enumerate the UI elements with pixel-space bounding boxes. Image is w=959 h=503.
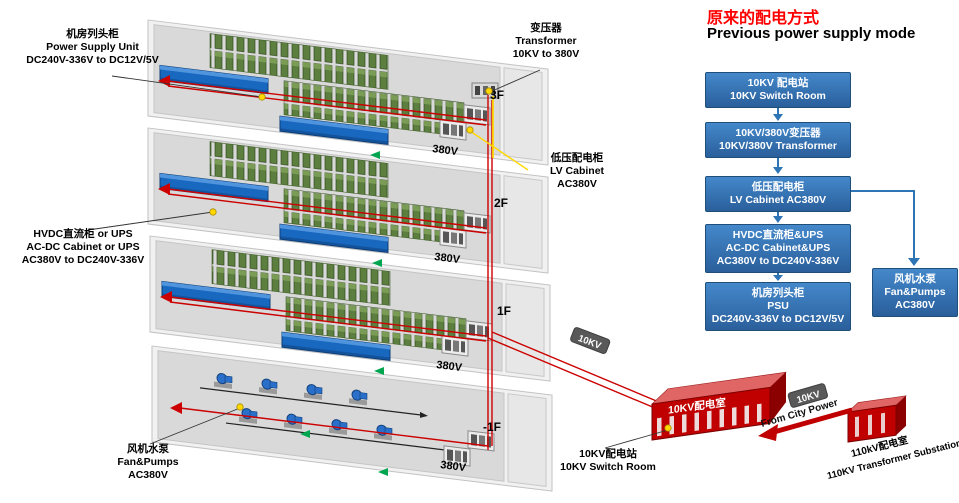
callout-hvdc-line: AC380V to DC240V-336V bbox=[21, 254, 145, 267]
flowbox-line: 10KV/380V变压器 bbox=[735, 127, 821, 139]
callout-fan-pumps: 风机水泵 Fan&Pumps AC380V bbox=[92, 443, 204, 482]
callout-psu: 机房列头柜 Power Supply Unit DC240V-336V to D… bbox=[10, 28, 175, 67]
substation-building bbox=[847, 395, 907, 443]
callout-transformer-line: Transformer bbox=[515, 35, 577, 48]
lv-cabinet-equipment bbox=[463, 212, 491, 234]
voltage-label-1f: 380V bbox=[436, 359, 464, 374]
city-power-arrow-icon bbox=[758, 424, 778, 441]
page-title-en: Previous power supply mode bbox=[707, 25, 916, 42]
callout-leader-lines bbox=[87, 69, 669, 449]
lv-cabinet-equipment bbox=[439, 119, 467, 141]
power-lines-red bbox=[167, 80, 667, 450]
flowbox-line: AC380V to DC240V-336V bbox=[716, 255, 840, 267]
flowchart-box-psu: 机房列头柜 PSU DC240V-336V to DC12V/5V bbox=[705, 282, 851, 331]
callout-lv-line: LV Cabinet bbox=[549, 165, 605, 178]
flowchart-box-lv-cabinet: 低压配电柜 LV Cabinet AC380V bbox=[705, 176, 851, 212]
flowbox-line: 机房列头柜 bbox=[751, 287, 805, 299]
kv-badge-feed bbox=[569, 326, 612, 355]
floor-3f bbox=[147, 19, 549, 166]
floor-b1f bbox=[151, 345, 553, 492]
callout-lv-cabinet: 低压配电柜 LV Cabinet AC380V bbox=[524, 152, 630, 191]
callout-transformer-line: 10KV to 380V bbox=[512, 48, 580, 61]
callout-psu-line: 机房列头柜 bbox=[66, 28, 119, 40]
callout-fans-line: 风机水泵 bbox=[127, 443, 169, 455]
lv-cabinet-equipment bbox=[463, 104, 491, 126]
flowbox-line: PSU bbox=[767, 300, 789, 312]
flowbox-line: 10KV/380V Transformer bbox=[719, 140, 837, 152]
floor-label-3f: 3F bbox=[490, 88, 504, 102]
voltage-label-b1f: 380V bbox=[440, 459, 468, 474]
flowbox-line: DC240V-336V to DC12V/5V bbox=[711, 313, 845, 325]
flowchart-box-transformer: 10KV/380V变压器 10KV/380V Transformer bbox=[705, 122, 851, 158]
floor-1f bbox=[149, 235, 551, 382]
floor-label-b1f: -1F bbox=[483, 420, 501, 434]
flowbox-line: 风机水泵 bbox=[894, 273, 936, 285]
flowbox-line: AC-DC Cabinet&UPS bbox=[725, 242, 831, 254]
callout-transformer: 变压器 Transformer 10KV to 380V bbox=[498, 22, 594, 61]
flowchart-box-hvdc-ups: HVDC直流柜&UPS AC-DC Cabinet&UPS AC380V to … bbox=[705, 224, 851, 273]
callout-switch-room: 10KV配电站 10KV Switch Room bbox=[548, 448, 668, 474]
flowchart-box-switch-room: 10KV 配电站 10KV Switch Room bbox=[705, 72, 851, 108]
flowbox-line: 10KV 配电站 bbox=[747, 77, 809, 89]
callout-fans-line: AC380V bbox=[128, 469, 168, 482]
flowbox-line: AC380V bbox=[895, 299, 935, 311]
callout-point-dots bbox=[209, 87, 672, 432]
city-power-feed-line bbox=[773, 407, 853, 435]
switch-room-building: 10KV配电室 bbox=[651, 371, 787, 441]
flowbox-line: 低压配电柜 bbox=[751, 181, 805, 193]
flowbox-line: 10KV Switch Room bbox=[730, 90, 826, 102]
callout-hvdc-line: AC-DC Cabinet or UPS bbox=[26, 241, 140, 254]
voltage-label-3f: 380V bbox=[432, 143, 460, 158]
server-racks bbox=[209, 141, 389, 198]
callout-lv-line: AC380V bbox=[557, 178, 597, 191]
flowbox-line: HVDC直流柜&UPS bbox=[732, 229, 824, 241]
floor-2f bbox=[147, 127, 549, 274]
flowbox-line: Fan&Pumps bbox=[884, 286, 946, 298]
flowchart-box-fan-pumps: 风机水泵 Fan&Pumps AC380V bbox=[872, 268, 958, 317]
callout-psu-line: Power Supply Unit bbox=[46, 41, 139, 54]
floor-label-2f: 2F bbox=[494, 196, 508, 210]
pump-manifold-line bbox=[226, 422, 446, 451]
callout-lv-line: 低压配电柜 bbox=[550, 152, 604, 164]
callout-switch-room-line: 10KV配电站 bbox=[579, 448, 637, 460]
callout-transformer-line: 变压器 bbox=[530, 22, 562, 34]
page-title-zh: 原来的配电方式 bbox=[707, 10, 820, 27]
manifold-arrow-icon bbox=[420, 411, 428, 418]
floor-label-1f: 1F bbox=[497, 304, 511, 318]
flowchart-arrowheads bbox=[773, 114, 920, 281]
callout-hvdc: HVDC直流柜 or UPS AC-DC Cabinet or UPS AC38… bbox=[2, 228, 164, 267]
server-racks bbox=[211, 249, 391, 306]
callout-switch-room-line: 10KV Switch Room bbox=[560, 461, 656, 474]
highlight-lines-yellow bbox=[469, 96, 529, 171]
voltage-label-2f: 380V bbox=[434, 251, 462, 266]
server-racks bbox=[209, 33, 389, 90]
green-arrow-icons bbox=[300, 151, 388, 476]
flowbox-line: LV Cabinet AC380V bbox=[729, 194, 827, 206]
callout-fans-line: Fan&Pumps bbox=[117, 456, 179, 469]
pump-manifold-line bbox=[200, 387, 420, 416]
callout-psu-line: DC240V-336V to DC12V/5V bbox=[26, 54, 159, 67]
callout-hvdc-line: HVDC直流柜 or UPS bbox=[33, 228, 133, 240]
lv-cabinet-equipment bbox=[439, 227, 467, 249]
